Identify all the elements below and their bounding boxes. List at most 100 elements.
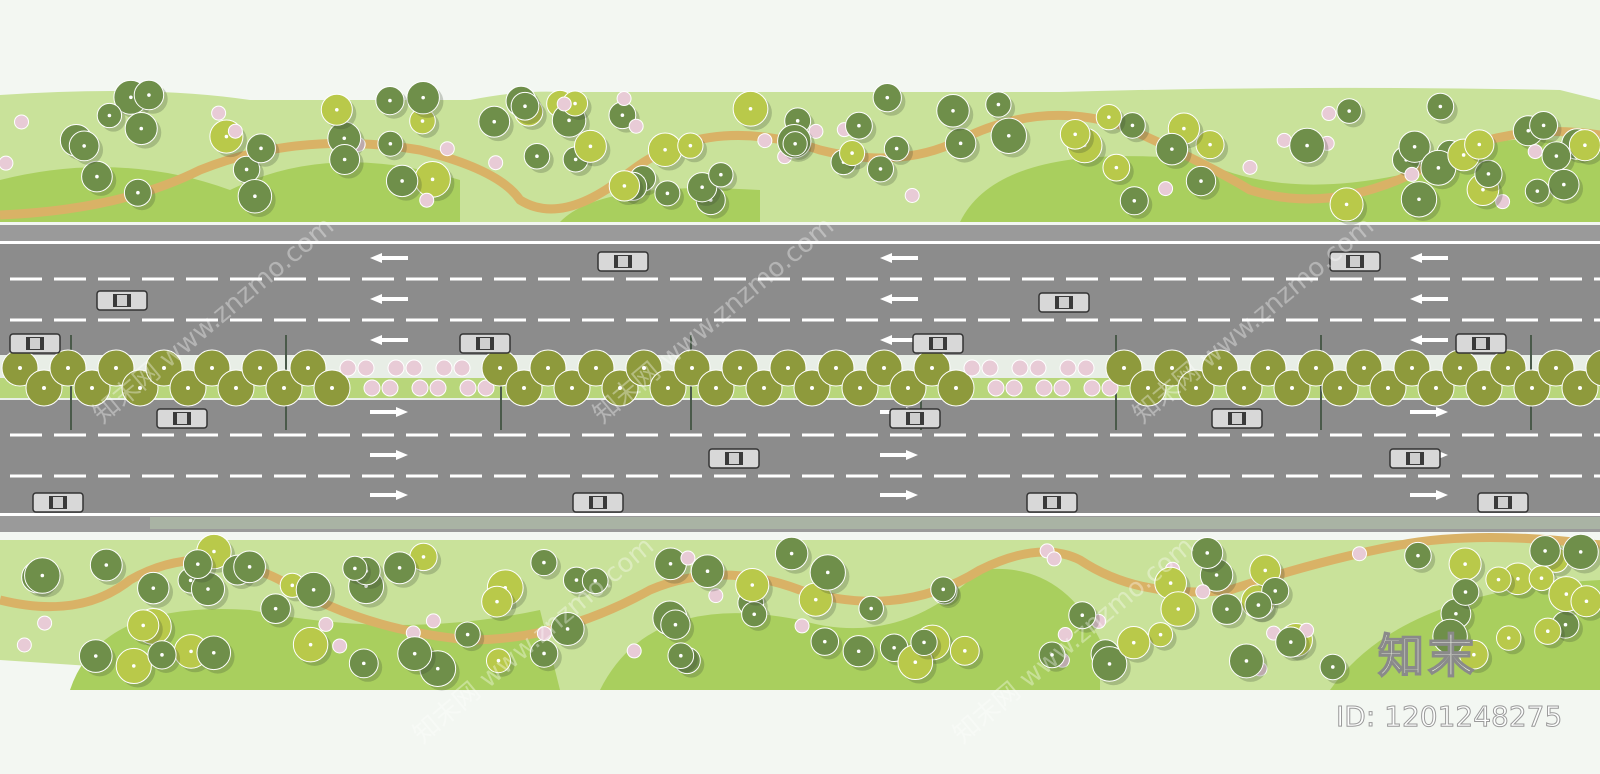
tree-center xyxy=(1338,386,1342,390)
lane-dash xyxy=(978,318,1010,322)
lane-dash xyxy=(1286,474,1318,478)
lane-dash xyxy=(1154,318,1186,322)
tree-center xyxy=(361,661,366,666)
lane-dash xyxy=(230,277,262,281)
tree-center xyxy=(1412,144,1417,149)
lane-dash xyxy=(10,474,42,478)
lane-dash xyxy=(1594,474,1600,478)
lane-dash xyxy=(54,433,86,437)
lane-dash xyxy=(450,277,482,281)
tree-center xyxy=(1541,123,1546,128)
lane-dash xyxy=(582,277,614,281)
tree-center xyxy=(570,386,574,390)
lane-dash xyxy=(1066,433,1098,437)
car xyxy=(1038,292,1090,313)
lane-dash xyxy=(846,433,878,437)
blossom-shrub xyxy=(1404,166,1420,182)
lane-dash xyxy=(978,277,1010,281)
lane-dash xyxy=(274,318,306,322)
tree-center xyxy=(282,386,286,390)
lane-dash xyxy=(1066,318,1098,322)
blossom-shrub xyxy=(488,155,504,171)
tree-center xyxy=(1205,551,1210,555)
tree-center xyxy=(311,588,316,592)
arrow-left-icon xyxy=(370,335,408,345)
car xyxy=(156,408,208,429)
car-roof xyxy=(1498,497,1508,508)
tree-center xyxy=(397,566,402,570)
car-roof xyxy=(30,338,40,349)
tree-center xyxy=(856,649,861,654)
car-roof xyxy=(117,295,127,306)
tree-center xyxy=(196,562,200,566)
arrow-left-icon xyxy=(880,253,918,263)
car xyxy=(912,333,964,354)
tree-center xyxy=(522,386,526,390)
tree-center xyxy=(90,386,94,390)
blossom-shrub xyxy=(987,379,1005,397)
lane-dash xyxy=(98,433,130,437)
tree-center xyxy=(719,172,723,177)
tree-center xyxy=(1214,573,1219,577)
tree-center xyxy=(247,565,252,569)
blossom-shrub xyxy=(1029,359,1047,377)
tree-center xyxy=(892,645,896,650)
tree-center xyxy=(573,157,578,162)
tree-center xyxy=(1176,607,1181,611)
tree-center xyxy=(1290,386,1294,390)
tree-center xyxy=(869,606,873,611)
tree-center xyxy=(762,386,766,390)
tree-center xyxy=(1417,197,1421,202)
brand-logo: 知末 xyxy=(1377,628,1478,684)
tree-center xyxy=(1562,182,1566,187)
lane-dash xyxy=(318,318,350,322)
tree-center xyxy=(922,640,926,645)
lane-dash xyxy=(890,277,922,281)
tree-center xyxy=(1122,366,1126,370)
tree-center xyxy=(388,98,392,103)
lane-dash xyxy=(406,474,438,478)
lane-dash xyxy=(1242,277,1274,281)
tree-center xyxy=(1463,562,1467,566)
lane-dash xyxy=(362,318,394,322)
lane-dash xyxy=(450,433,482,437)
tree-center xyxy=(306,366,310,370)
lane-dash xyxy=(1154,277,1186,281)
lane-dash xyxy=(538,474,570,478)
tree-center xyxy=(82,144,86,148)
tree-center xyxy=(342,136,347,141)
lane-dash xyxy=(1330,474,1362,478)
lane-dash xyxy=(274,277,306,281)
tree-center xyxy=(930,366,934,370)
lane-dash xyxy=(934,318,966,322)
tree-center xyxy=(1554,154,1559,158)
tree-center xyxy=(273,606,278,611)
tree-center xyxy=(620,113,625,118)
arrow-left-icon xyxy=(880,335,918,345)
tree-center xyxy=(748,106,753,111)
blossom-shrub xyxy=(16,637,32,653)
car-roof xyxy=(933,338,943,349)
lane-dash xyxy=(890,433,922,437)
blossom-shrub xyxy=(0,155,14,171)
lane-dash xyxy=(1110,433,1142,437)
tree-center xyxy=(705,569,710,574)
lane-dash xyxy=(1022,433,1054,437)
tree-center xyxy=(1472,652,1476,657)
tree-center xyxy=(1225,607,1229,611)
tree-center xyxy=(810,386,814,390)
lane-dash xyxy=(978,433,1010,437)
lane-dash xyxy=(582,318,614,322)
lane-dash xyxy=(1330,277,1362,281)
tree-center xyxy=(1132,198,1137,203)
tree-center xyxy=(234,386,238,390)
blossom-shrub xyxy=(1053,379,1071,397)
blossom-shrub xyxy=(211,105,227,121)
tree-center xyxy=(18,366,22,370)
tree-center xyxy=(1386,386,1390,390)
lane-dash xyxy=(1198,433,1230,437)
tree-center xyxy=(679,653,683,658)
lane-dash xyxy=(186,318,218,322)
lane-dash xyxy=(890,318,922,322)
blossom-shrub xyxy=(357,359,375,377)
